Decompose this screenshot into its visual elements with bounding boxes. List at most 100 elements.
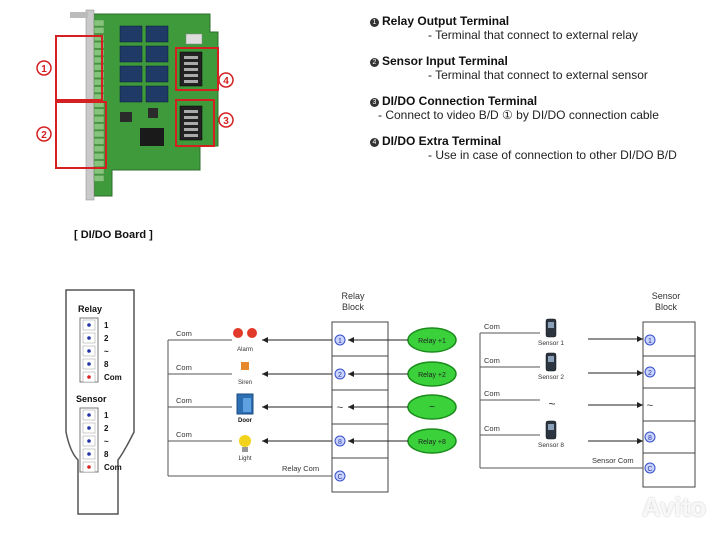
relay-component — [145, 85, 169, 103]
terminal-number-badge: 1 — [370, 18, 379, 27]
terminal-description: - Terminal that connect to external rela… — [428, 28, 638, 42]
terminal-pin — [93, 27, 105, 34]
header-pins — [184, 116, 198, 119]
relay-drive-arrow-head — [348, 438, 354, 444]
sensor-block-terminal-label: C — [647, 466, 652, 473]
header-pins — [184, 74, 198, 77]
relay-output-arrow-head — [262, 404, 268, 410]
terminal-title: Sensor Input Terminal — [382, 54, 508, 68]
relay-pin-label: ~ — [104, 347, 109, 356]
sensor-pin-label: ~ — [104, 437, 109, 446]
terminal-number-badge: 4 — [370, 138, 379, 147]
terminal-pin — [93, 64, 105, 71]
relay-block-title: Block — [342, 302, 365, 312]
relay-component — [145, 25, 169, 43]
relay-pin-label: 8 — [104, 360, 109, 369]
terminal-pin — [93, 19, 105, 27]
sensor-label: Sensor 8 — [538, 442, 564, 449]
relay-pin-dot — [87, 375, 91, 379]
relay-pin-dot — [87, 362, 91, 366]
callout-number: 4 — [223, 76, 229, 87]
relay-com-label: Com — [176, 430, 192, 439]
terminal-title: DI/DO Connection Terminal — [382, 94, 538, 108]
sensor-block-terminal-label: 1 — [648, 338, 652, 345]
alarm-icon — [247, 328, 257, 338]
jumper-block — [185, 33, 203, 45]
device-label-door: Door — [238, 418, 253, 424]
sensor-com-return-label: Sensor Com — [592, 456, 634, 465]
relay-pin-label: 1 — [104, 321, 109, 330]
sensor-block-terminal — [644, 366, 656, 378]
header-pins — [184, 122, 198, 125]
relay-output-arrow-head — [262, 438, 268, 444]
relay-oval-label: Relay +1 — [418, 338, 446, 345]
relay-block-terminal — [334, 470, 346, 482]
relay-pin-dot — [87, 323, 91, 327]
ic-chip-small — [148, 108, 158, 118]
board-caption: [ DI/DO Board ] — [74, 229, 153, 241]
mounting-bracket — [85, 9, 95, 201]
relay-pin-label: Com — [104, 373, 122, 382]
sensor-label: Sensor 2 — [538, 374, 564, 381]
sensor-pin-label: 1 — [104, 411, 109, 420]
terminal-pin — [93, 160, 105, 167]
sensor-block-terminal — [644, 334, 656, 346]
sensor-pin-dot — [87, 452, 91, 456]
siren-icon — [241, 362, 249, 370]
callout-marker-1 — [36, 60, 52, 76]
sensor-block-terminal-label: 8 — [648, 435, 652, 442]
sensor-pin-label: Com — [104, 463, 122, 472]
header-pins — [184, 80, 198, 83]
relay-pin-label: 2 — [104, 334, 109, 343]
terminal-title: Relay Output Terminal — [382, 14, 510, 28]
relay-component — [119, 65, 143, 83]
relay-oval-label: Relay +2 — [418, 372, 446, 379]
sensor-block-title: Sensor — [652, 291, 681, 301]
sensor-block-title: Block — [655, 302, 678, 312]
terminal-pin — [93, 145, 105, 153]
relay-output-arrow-head — [262, 371, 268, 377]
relay-pin-dot — [87, 349, 91, 353]
light-bulb-icon — [239, 435, 251, 447]
sensor-block-terminal-label: 2 — [648, 370, 652, 377]
relay-block-title: Relay — [341, 291, 365, 301]
alarm-icon — [233, 328, 243, 338]
terminal-pin — [93, 86, 105, 93]
sensor-com-label: Com — [484, 356, 500, 365]
relay-com-return-label: Relay Com — [282, 464, 319, 473]
sensor-pin-dot — [87, 465, 91, 469]
relay-block-terminal-label: 8 — [338, 439, 342, 446]
relay-block-terminal — [334, 368, 346, 380]
terminal-pin — [93, 115, 105, 123]
terminal-pin — [93, 152, 105, 160]
terminal-description: - Terminal that connect to external sens… — [428, 68, 648, 82]
sensor-pin-dot — [87, 426, 91, 430]
terminal-description: - Use in case of connection to other DI/… — [428, 148, 677, 162]
terminal-pin — [93, 123, 105, 130]
sensor-pins-label: Sensor — [76, 394, 107, 404]
sensor-pin-label: 2 — [104, 424, 109, 433]
callout-marker-3 — [218, 112, 234, 128]
sensor-pin-label: 8 — [104, 450, 109, 459]
callout-marker-2 — [36, 126, 52, 142]
sensor-pin-dot — [87, 439, 91, 443]
relay-drive-arrow-head — [348, 404, 354, 410]
header-pins — [184, 62, 198, 65]
watermark-logo: Avito — [641, 492, 706, 522]
relay-pins-label: Relay — [78, 304, 102, 314]
relay-component — [145, 45, 169, 63]
sensor-com-label: Com — [484, 389, 500, 398]
relay-block-terminal-label: 2 — [338, 372, 342, 379]
relay-drive-arrow-head — [348, 337, 354, 343]
relay-component — [145, 65, 169, 83]
relay-oval-label: Relay +8 — [418, 439, 446, 446]
callout-box-relay-terminal — [55, 35, 103, 101]
callout-number: 2 — [41, 130, 47, 141]
relay-com-label: Com — [176, 363, 192, 372]
sensor-pin-dot — [87, 413, 91, 417]
callout-marker-4 — [218, 72, 234, 88]
relay-oval-label: ~ — [429, 402, 435, 413]
header-pins — [184, 56, 198, 59]
terminal-pin — [93, 138, 105, 145]
